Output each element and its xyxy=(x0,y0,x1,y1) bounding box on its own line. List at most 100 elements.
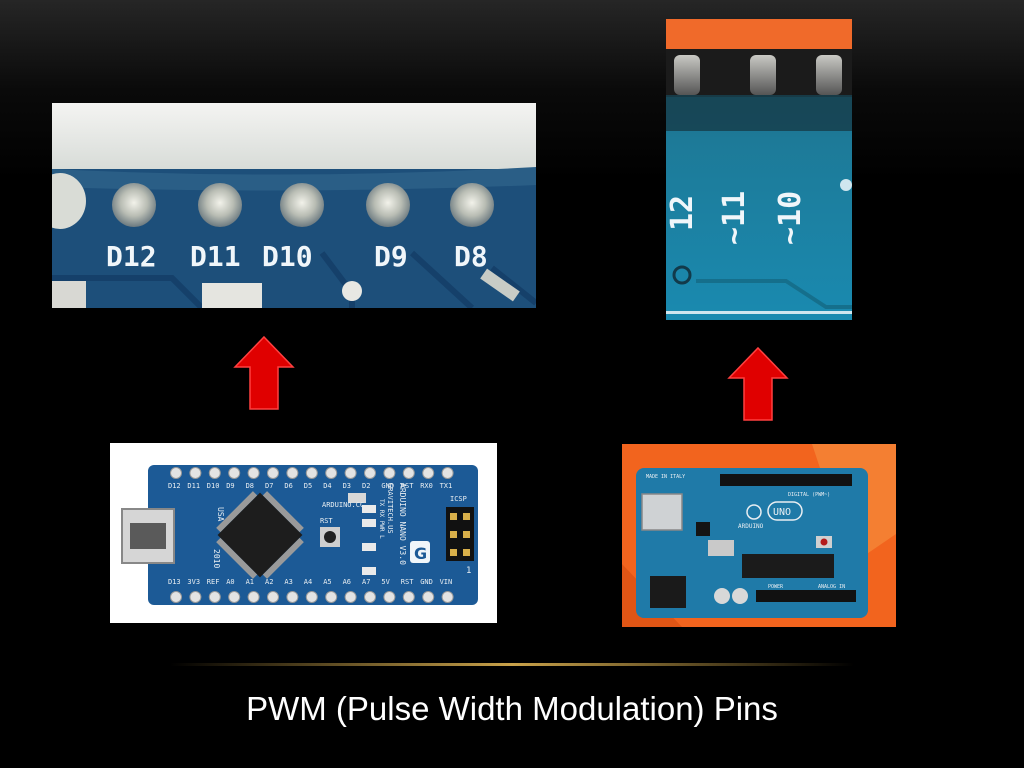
pin-label-11: ~11 xyxy=(717,191,752,245)
maker-label: GRAVITECH.US xyxy=(386,483,394,534)
led-labels: TX RX PWR L xyxy=(378,499,385,539)
bottom-pin-label: A7 xyxy=(362,578,370,586)
icsp-pin-one-label: 1 xyxy=(466,566,471,576)
pin-label-d8: D8 xyxy=(454,240,488,273)
pad xyxy=(52,173,86,229)
pin-pad xyxy=(228,591,241,603)
pin-pad xyxy=(441,591,454,603)
nano-pin-closeup-photo: D12 D11 D10 D9 D8 xyxy=(52,103,536,308)
icsp-label: ICSP xyxy=(450,495,467,503)
pin-label-d10: D10 xyxy=(262,240,313,273)
brand-label: ARDUINO xyxy=(738,523,764,530)
top-pin-label: D11 xyxy=(187,482,200,490)
top-pin-label: GND xyxy=(381,482,394,490)
pin-pad xyxy=(383,467,396,479)
pin-pad xyxy=(286,591,299,603)
pin-pad xyxy=(208,467,221,479)
pin-pad xyxy=(402,467,415,479)
bottom-pin-label: A2 xyxy=(265,578,273,586)
top-pin-label: RST xyxy=(401,482,414,490)
pin-pad xyxy=(402,591,415,603)
power-jack xyxy=(650,576,686,608)
pin-pad xyxy=(228,467,241,479)
top-pin-label: D5 xyxy=(304,482,312,490)
uno-pcb xyxy=(636,468,868,618)
top-pin-label: D3 xyxy=(343,482,351,490)
pin-pad xyxy=(170,467,182,479)
top-pin-label: D9 xyxy=(226,482,234,490)
pin-pad xyxy=(305,591,318,603)
bottom-pin-label: A3 xyxy=(284,578,292,586)
bottom-pin-label: D13 xyxy=(168,578,181,586)
site-label: ARDUINO.CC xyxy=(322,501,364,509)
uno-pin-closeup-svg: 12 ~11 ~10 xyxy=(666,19,852,320)
slide-caption: PWM (Pulse Width Modulation) Pins xyxy=(246,690,778,727)
pad xyxy=(366,183,410,227)
pin-pad xyxy=(344,467,357,479)
top-pin-label: D12 xyxy=(168,482,181,490)
top-pin-label: D2 xyxy=(362,482,370,490)
pad xyxy=(280,183,324,227)
bottom-pin-label: A6 xyxy=(343,578,351,586)
pin-pad xyxy=(305,467,318,479)
arduino-uno-board-photo: MADE IN ITALY DIGITAL (PWM~) ARDUINO UNO… xyxy=(622,444,896,627)
pin-pad xyxy=(325,467,338,479)
usa-label: USA xyxy=(216,507,225,522)
pin-pad xyxy=(247,591,260,603)
analog-in-label: ANALOG IN xyxy=(818,584,845,590)
pad xyxy=(112,183,156,227)
arrow-up-icon xyxy=(233,335,295,410)
svg-text:G: G xyxy=(414,544,427,563)
usb-connector xyxy=(641,493,683,531)
top-pin-label: D7 xyxy=(265,482,273,490)
pin-label-10: ~10 xyxy=(773,191,808,245)
bottom-pin-label: 3V3 xyxy=(187,578,200,586)
made-in-italy-label: MADE IN ITALY xyxy=(646,474,685,480)
bottom-pin-label: A4 xyxy=(304,578,312,586)
pin-pad xyxy=(325,591,338,603)
arrow-up-icon xyxy=(727,346,789,421)
arduino-uno-board-svg: MADE IN ITALY DIGITAL (PWM~) ARDUINO UNO… xyxy=(622,444,896,627)
top-pin-label: D4 xyxy=(323,482,331,490)
bottom-pin-header xyxy=(170,591,454,603)
pin-label-d11: D11 xyxy=(190,240,241,273)
pin-pad xyxy=(189,591,202,603)
pin-pad xyxy=(286,467,299,479)
pad xyxy=(450,183,494,227)
rst-label: RST xyxy=(320,517,333,525)
top-pin-label: D6 xyxy=(284,482,292,490)
pin-pad xyxy=(267,591,279,603)
bottom-pin-label: GND xyxy=(420,578,433,586)
power-label: POWER xyxy=(768,584,784,590)
pin-pad xyxy=(364,591,376,603)
pin-pad xyxy=(170,591,182,603)
top-pin-label: RX0 xyxy=(420,482,433,490)
bottom-pin-label: A0 xyxy=(226,578,234,586)
top-pin-label: TX1 xyxy=(440,482,453,490)
top-pin-label: D8 xyxy=(246,482,254,490)
pin-label-d9: D9 xyxy=(374,240,408,273)
atmega-chip xyxy=(742,554,834,578)
uno-label: UNO xyxy=(773,507,791,518)
pin-pad xyxy=(344,591,357,603)
bottom-pin-label: 5V xyxy=(381,578,390,586)
model-label: ARDUINO NANO V3.0 xyxy=(398,483,407,565)
pin-pad xyxy=(267,467,279,479)
bottom-pin-label: VIN xyxy=(440,578,453,586)
digital-pwm-label: DIGITAL (PWM~) xyxy=(788,492,830,498)
bottom-pin-label: A1 xyxy=(246,578,254,586)
digital-header xyxy=(720,474,852,486)
top-pin-header xyxy=(170,467,454,479)
microcontroller-chip xyxy=(216,491,304,579)
pin-pad xyxy=(364,467,376,479)
uno-pin-closeup-photo: 12 ~11 ~10 xyxy=(666,19,852,320)
pin-label-12: 12 xyxy=(666,195,700,231)
pin-pad xyxy=(422,467,435,479)
bottom-pin-label: REF xyxy=(207,578,220,586)
pin-pad xyxy=(422,591,435,603)
pin-pad xyxy=(208,591,221,603)
year-label: 2010 xyxy=(212,549,221,568)
nano-pin-closeup-svg: D12 D11 D10 D9 D8 xyxy=(52,103,536,308)
